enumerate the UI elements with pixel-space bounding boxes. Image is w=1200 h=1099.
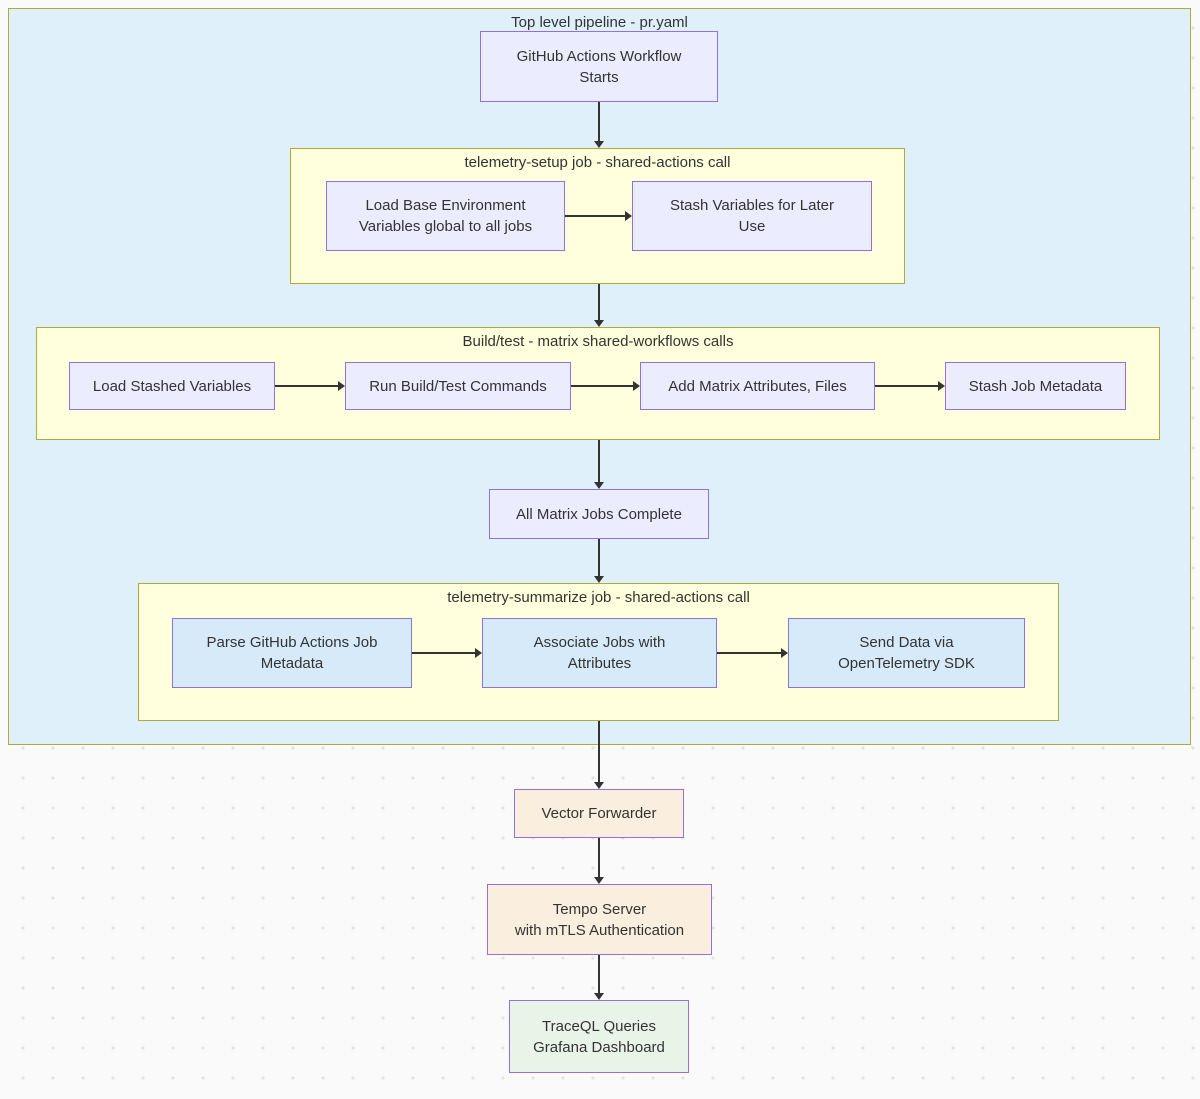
node-github-actions-workflow-starts: GitHub Actions Workflow Starts [480, 31, 718, 102]
cluster-title-build-test: Build/test - matrix shared-workflows cal… [462, 333, 734, 350]
node-load-base-environment-variables: Load Base Environment Variables global t… [326, 181, 565, 251]
node-stash-variables-for-later-use: Stash Variables for Later Use [632, 181, 872, 251]
node-parse-github-actions-job-metadata: Parse GitHub Actions Job Metadata [172, 618, 412, 688]
cluster-title-top-level-pipeline: Top level pipeline - pr.yaml [511, 14, 688, 31]
node-load-stashed-variables: Load Stashed Variables [69, 362, 275, 410]
node-tempo-server-mtls: Tempo Server with mTLS Authentication [487, 884, 712, 955]
node-vector-forwarder: Vector Forwarder [514, 789, 684, 838]
cluster-title-telemetry-setup: telemetry-setup job - shared-actions cal… [464, 154, 731, 171]
node-send-data-via-opentelemetry-sdk: Send Data via OpenTelemetry SDK [788, 618, 1025, 688]
node-run-build-test-commands: Run Build/Test Commands [345, 362, 571, 410]
node-associate-jobs-with-attributes: Associate Jobs with Attributes [482, 618, 717, 688]
node-all-matrix-jobs-complete: All Matrix Jobs Complete [489, 489, 709, 539]
cluster-title-telemetry-summarize: telemetry-summarize job - shared-actions… [447, 589, 750, 606]
node-traceql-queries-grafana-dashboard: TraceQL Queries Grafana Dashboard [509, 1000, 689, 1073]
node-add-matrix-attributes-files: Add Matrix Attributes, Files [640, 362, 875, 410]
node-stash-job-metadata: Stash Job Metadata [945, 362, 1126, 410]
